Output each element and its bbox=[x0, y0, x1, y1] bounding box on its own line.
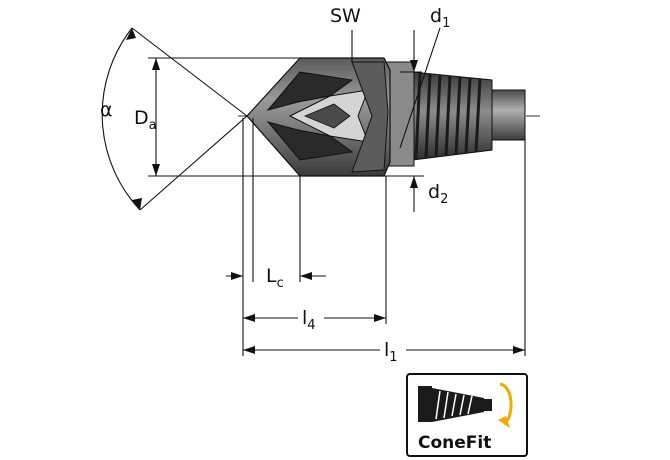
alpha-label: α bbox=[100, 99, 113, 121]
dim-l1: l1 bbox=[243, 336, 525, 365]
cone-thread-icon bbox=[418, 386, 492, 422]
dim-alpha: α bbox=[100, 27, 248, 211]
Lc-sub: c bbox=[277, 276, 284, 291]
extension-lines bbox=[242, 118, 526, 356]
d1-sub: 1 bbox=[442, 16, 450, 31]
dim-Lc: Lc bbox=[226, 265, 326, 291]
svg-text:Da: Da bbox=[134, 107, 157, 133]
Lc-label: L bbox=[266, 265, 277, 287]
Da-label: D bbox=[134, 107, 149, 129]
svg-text:d1: d1 bbox=[430, 5, 450, 31]
svg-text:d2: d2 bbox=[428, 181, 448, 207]
head-face bbox=[351, 61, 389, 173]
l4-sub: 4 bbox=[307, 318, 315, 333]
milling-head bbox=[246, 57, 526, 177]
rotation-arrow-icon bbox=[498, 382, 513, 428]
dim-d1: d1 bbox=[399, 5, 450, 149]
shank bbox=[489, 89, 526, 141]
conefit-badge: ConeFit bbox=[406, 373, 528, 457]
d2-label: d bbox=[428, 181, 440, 203]
SW-label: SW bbox=[330, 5, 361, 27]
thread-ridges bbox=[414, 72, 482, 160]
d2-sub: 2 bbox=[440, 192, 448, 207]
flute-lower bbox=[266, 121, 354, 161]
dim-Da: Da bbox=[134, 57, 300, 177]
conefit-text: ConeFit bbox=[418, 433, 491, 453]
d1-label: d bbox=[430, 5, 442, 27]
flute-center-inner bbox=[303, 103, 351, 129]
dim-l4: l4 bbox=[243, 302, 386, 333]
l1-label: l bbox=[384, 339, 389, 361]
dim-SW: SW bbox=[330, 5, 361, 62]
l1-sub: 1 bbox=[389, 350, 397, 365]
svg-text:l1: l1 bbox=[384, 339, 398, 365]
l4-label: l bbox=[302, 307, 307, 329]
svg-text:l4: l4 bbox=[302, 307, 316, 333]
Da-sub: a bbox=[149, 118, 157, 133]
dim-d2: d2 bbox=[384, 175, 448, 212]
svg-text:Lc: Lc bbox=[266, 265, 284, 291]
flute-upper bbox=[266, 71, 354, 111]
